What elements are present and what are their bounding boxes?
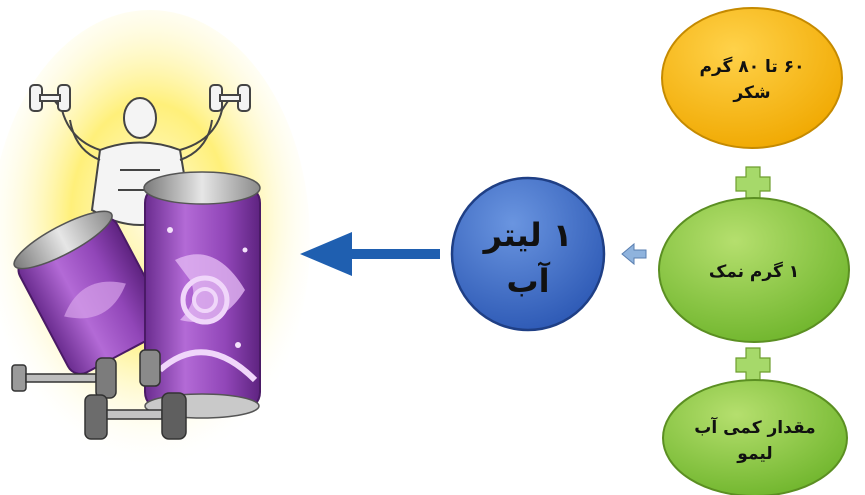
ingredient-salt: ۱ گرم نمک: [658, 197, 850, 343]
ingredient-lemon-oval: [662, 379, 848, 495]
main-arrow: [300, 232, 440, 276]
tilted-can-icon: [13, 210, 168, 375]
main-arrow-head: [300, 232, 352, 276]
ingredient-salt-oval: [658, 197, 850, 343]
plus-icon: [735, 166, 771, 202]
result-line-2: آب: [506, 261, 550, 300]
energy-drink-illustration: [0, 10, 310, 470]
ingredient-lemon-line-1: مقدار کمی آب: [694, 416, 815, 438]
ingredient-lemon: مقدار کمی آب لیمو: [662, 379, 848, 495]
dumbbells-icon: [11, 349, 187, 440]
ingredient-lemon-line-2: لیمو: [736, 444, 772, 464]
result-circle: [450, 176, 606, 332]
ingredient-sugar-line-2: شکر: [732, 83, 770, 103]
result-node: ۱ لیتر آب: [450, 176, 606, 332]
result-line-1: ۱ لیتر: [482, 216, 573, 254]
small-arrow-icon: [621, 242, 647, 266]
plus-icon: [735, 347, 771, 383]
main-arrow-shaft: [348, 249, 440, 259]
ingredient-sugar: ۶۰ تا ۸۰ گرم شکر: [661, 7, 843, 149]
ingredient-sugar-line-1: ۶۰ تا ۸۰ گرم: [700, 56, 805, 77]
ingredient-salt-line-1: ۱ گرم نمک: [709, 261, 799, 282]
ingredient-sugar-oval: [661, 7, 843, 149]
upright-can-icon: [143, 171, 261, 419]
